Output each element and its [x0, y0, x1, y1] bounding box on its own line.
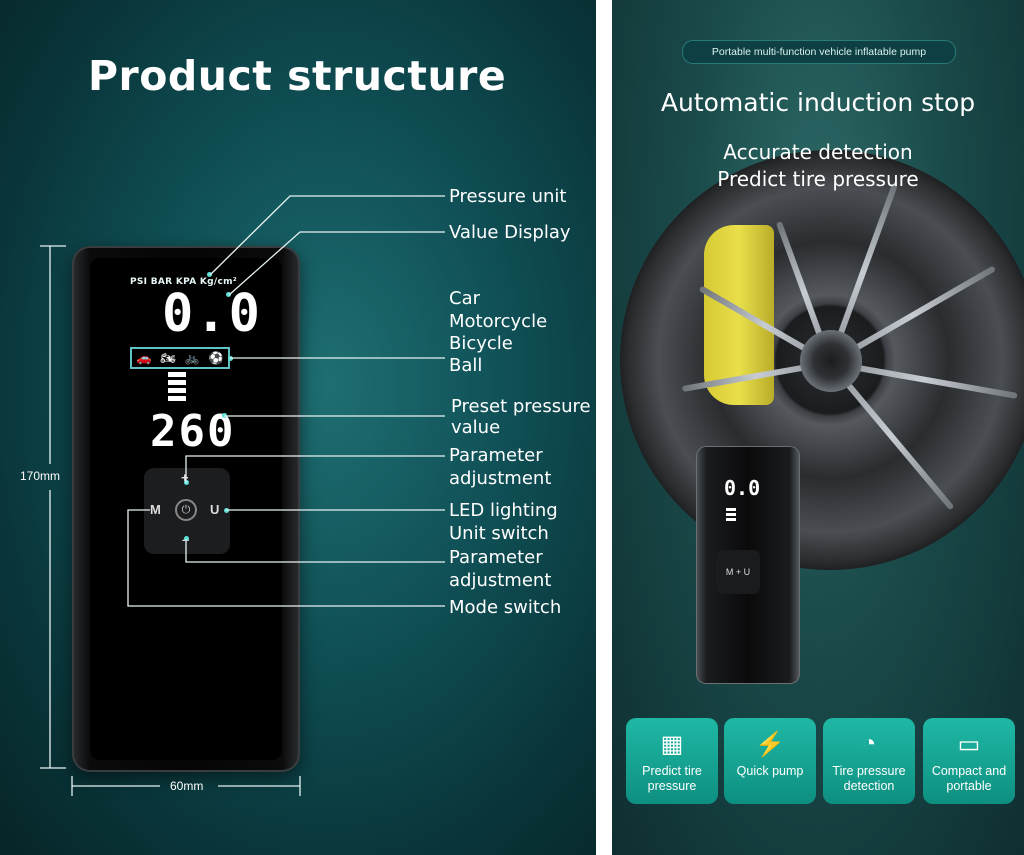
- pump-keypad: M + U: [716, 550, 760, 594]
- feature-tire-pressure-detection: ◔ Tire pressure detection: [823, 718, 915, 804]
- label-ball: Ball: [449, 355, 483, 376]
- callout-lines: [40, 195, 445, 796]
- label-preset-1: Preset pressure: [451, 396, 591, 417]
- label-parameter-adjustment-plus-2: adjustment: [449, 468, 552, 489]
- subtitle-pill: Portable multi-function vehicle inflatab…: [682, 40, 956, 64]
- unit-indicator: PSI BAR KPA Kg/cm²: [130, 277, 238, 287]
- label-parameter-adjustment-minus-1: Parameter: [449, 547, 543, 568]
- label-bicycle: Bicycle: [449, 333, 513, 354]
- page-title: Product structure: [88, 52, 507, 100]
- wheel-hub: [800, 330, 862, 392]
- feature-label: pressure: [647, 779, 697, 793]
- mode-button[interactable]: M: [150, 502, 161, 517]
- lightning-icon: ⚡: [755, 730, 785, 758]
- headline: Automatic induction stop: [660, 88, 976, 117]
- dot-minus: [184, 536, 189, 541]
- dot-value-display: [226, 292, 231, 297]
- label-led-lighting: LED lighting: [449, 500, 558, 521]
- feature-label: Quick pump: [736, 764, 804, 778]
- dimension-height: 170mm: [20, 469, 61, 483]
- feature-label: portable: [946, 779, 992, 793]
- label-unit-switch: Unit switch: [449, 523, 549, 544]
- label-parameter-adjustment-plus-1: Parameter: [449, 445, 543, 466]
- label-parameter-adjustment-minus-2: adjustment: [449, 570, 552, 591]
- dimension-width: 60mm: [170, 779, 204, 793]
- label-mode-switch: Mode switch: [449, 597, 562, 618]
- gauge-icon: ◔: [861, 730, 877, 757]
- pump-device-photo: 0.0 M + U: [696, 446, 800, 684]
- compact-device-icon: ▭: [957, 730, 981, 758]
- ball-icon: ⚽: [208, 351, 224, 365]
- level-bars: [168, 372, 186, 404]
- label-pressure-unit: Pressure unit: [449, 186, 567, 207]
- product-structure-panel: Product structure PSI BAR KPA Kg/cm² 0.0…: [0, 0, 596, 855]
- pump-value: 0.0: [724, 476, 761, 500]
- label-motorcycle: Motorcycle: [449, 311, 548, 332]
- feature-label: detection: [843, 779, 895, 793]
- feature-label: Tire pressure: [832, 764, 906, 778]
- feature-quick-pump: ⚡ Quick pump: [724, 718, 816, 804]
- label-car: Car: [449, 288, 480, 309]
- subheadline-2: Predict tire pressure: [717, 167, 919, 191]
- feature-label: Compact and: [931, 764, 1007, 778]
- label-preset-2: value: [451, 417, 501, 438]
- main-value-display: 0.0: [162, 284, 262, 344]
- car-icon: 🚗: [136, 351, 152, 365]
- preset-value-display: 260: [150, 406, 236, 457]
- tire-pressure-icon: ▦: [660, 730, 684, 758]
- feature-compact-portable: ▭ Compact and portable: [923, 718, 1015, 804]
- label-value-display: Value Display: [449, 222, 571, 243]
- dot-pressure-unit: [207, 272, 212, 277]
- motorcycle-icon: 🏍: [160, 351, 176, 365]
- feature-panel: Portable multi-function vehicle inflatab…: [612, 0, 1024, 855]
- subheadline-1: Accurate detection: [723, 140, 913, 164]
- feature-predict-tire-pressure: ▦ Predict tire pressure: [626, 718, 718, 804]
- power-icon[interactable]: ⏻: [175, 499, 197, 521]
- unit-button[interactable]: U: [210, 502, 220, 517]
- bicycle-icon: 🚲: [184, 351, 200, 365]
- plus-button[interactable]: +: [181, 470, 189, 485]
- feature-label: Predict tire: [642, 764, 702, 778]
